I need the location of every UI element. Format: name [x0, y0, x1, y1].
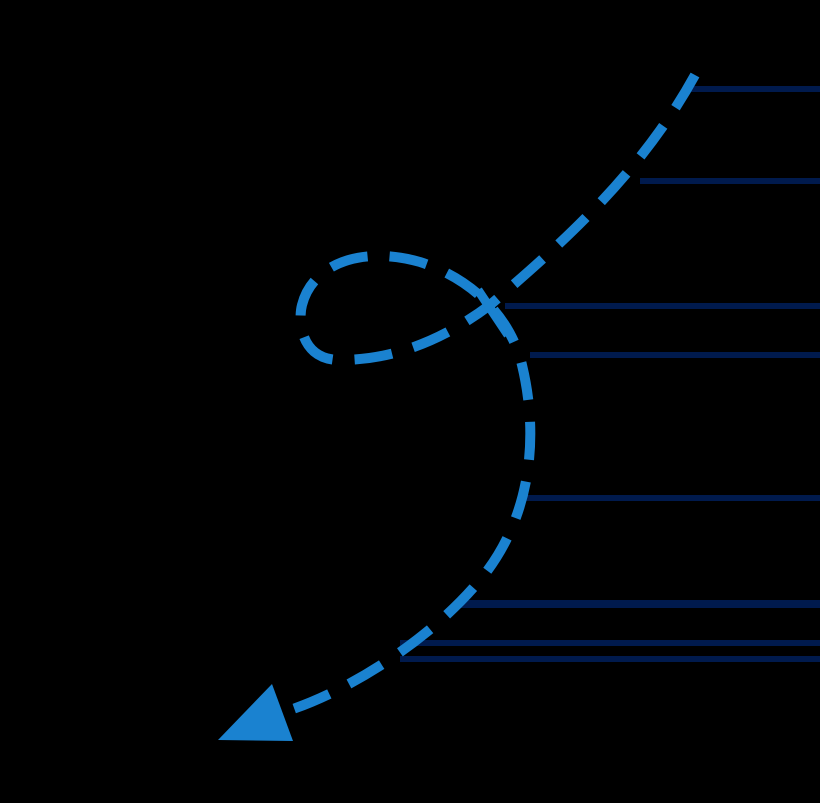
motion-streaks — [400, 86, 820, 662]
dashed-looping-arrow-icon — [218, 72, 700, 741]
motion-streak — [400, 640, 820, 646]
motion-streak — [640, 178, 820, 184]
motion-streak — [400, 656, 820, 662]
motion-streak — [505, 303, 820, 309]
motion-streak — [525, 495, 820, 501]
arrow-head-icon — [218, 684, 293, 741]
motion-streak — [530, 352, 820, 358]
crossing-tick-mark — [474, 287, 512, 338]
motion-streak — [460, 600, 820, 608]
motion-streak — [690, 86, 820, 92]
